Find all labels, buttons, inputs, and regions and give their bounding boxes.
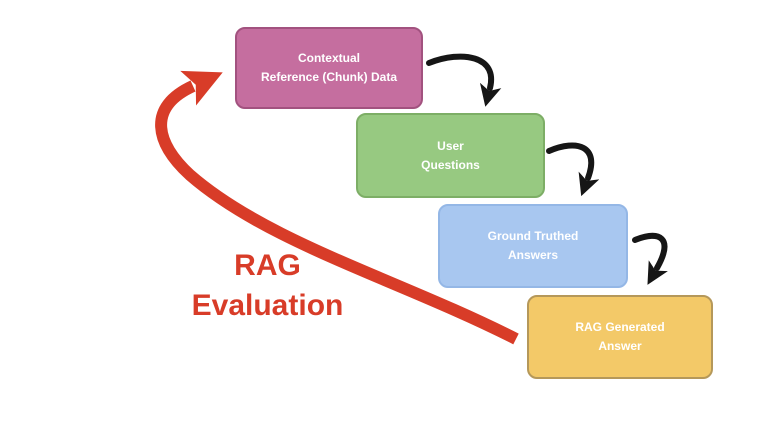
node-contextual-reference-chunk-data: Contextual Reference (Chunk) Data bbox=[235, 27, 423, 109]
node-rag-generated-answer: RAG Generated Answer bbox=[527, 295, 713, 379]
node-user-questions: User Questions bbox=[356, 113, 545, 198]
node-label: Ground Truthed Answers bbox=[487, 229, 579, 262]
node-label: RAG Generated Answer bbox=[575, 320, 665, 353]
flow-arrow-1-icon bbox=[426, 53, 502, 107]
node-label: User Questions bbox=[421, 138, 480, 172]
node-ground-truthed-answers: Ground Truthed Answers bbox=[438, 204, 628, 288]
flow-arrow-3-icon bbox=[632, 233, 668, 285]
node-label: Contextual Reference (Chunk) Data bbox=[260, 51, 398, 84]
flow-arrow-2-icon bbox=[546, 142, 600, 197]
rag-evaluation-label: RAG Evaluation bbox=[191, 249, 344, 322]
